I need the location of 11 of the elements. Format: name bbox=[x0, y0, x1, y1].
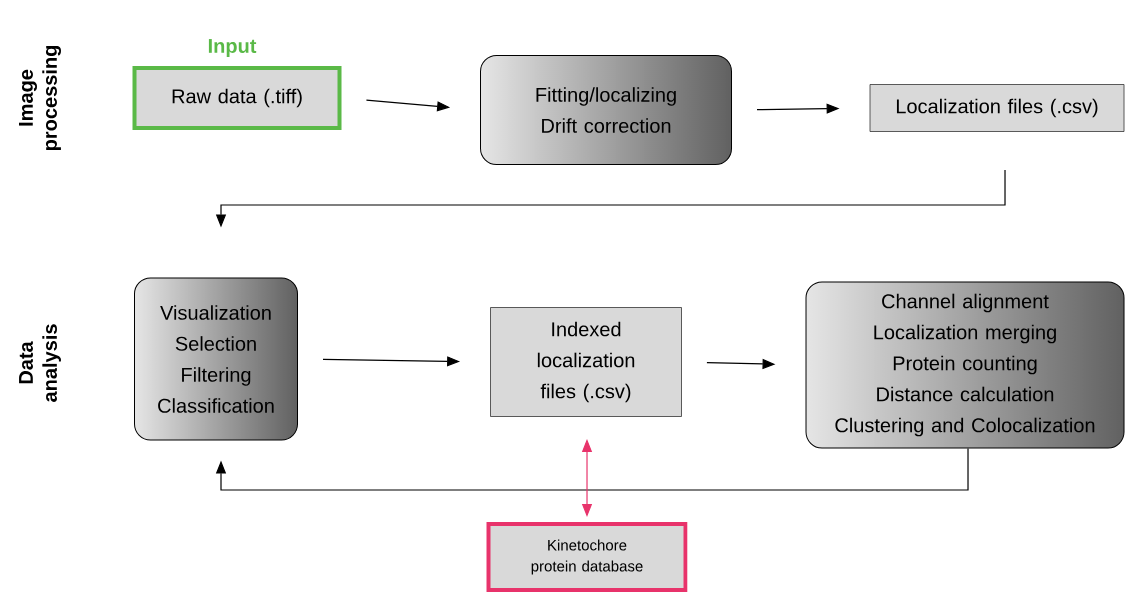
process-box: Channel alignment Localization merging Protein counting Distance calculation Clustering and Colocalization bbox=[805, 281, 1125, 449]
file-box: Localization files (.csv) bbox=[869, 84, 1125, 132]
file-box: Indexed localization files (.csv) bbox=[490, 307, 682, 417]
database-box: Kinetochore protein database bbox=[486, 522, 688, 592]
arrow bbox=[215, 447, 969, 491]
input-label: Input bbox=[208, 39, 257, 57]
process-box: Visualization Selection Filtering Classification bbox=[134, 277, 298, 441]
input-box: Raw data (.tiff) bbox=[132, 66, 342, 130]
process-box: Fitting/localizing Drift correction bbox=[480, 55, 732, 165]
section-label: Image processing bbox=[19, 46, 61, 151]
section-label: Data analysis bbox=[19, 324, 61, 402]
